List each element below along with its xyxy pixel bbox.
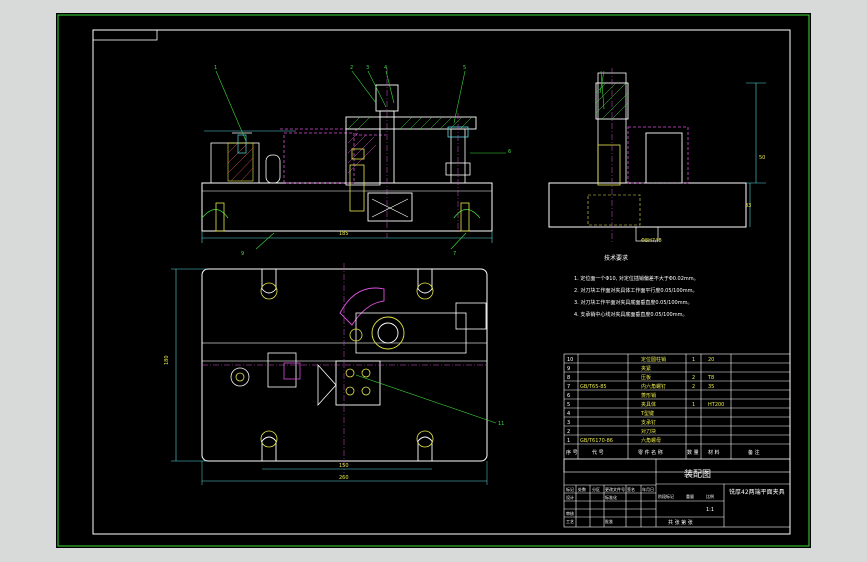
balloon-6: 6: [508, 149, 511, 155]
tb-label-stage: 阶段标记: [658, 493, 674, 499]
dim-plan-width: 260: [339, 475, 349, 481]
bom-table: [563, 353, 791, 473]
balloon-1: 1: [214, 65, 217, 71]
balloon-9: 9: [241, 251, 244, 257]
tb-label-sign: 签名: [627, 486, 635, 492]
balloon-11: 11: [498, 421, 504, 427]
tb-label-count: 处数: [578, 486, 586, 492]
tb-label-zone: 分区: [592, 486, 600, 492]
front-view: 185: [201, 68, 493, 243]
tb-label-scale: 比例: [706, 493, 714, 499]
tech-title: 技术要求: [604, 254, 628, 262]
tb-label-mark: 标记: [566, 486, 574, 492]
bom-head-name: 零 件 名 称: [638, 449, 663, 456]
dim-top-width: 185: [339, 231, 349, 237]
bom-cell-no: 7: [567, 384, 570, 390]
title-block: [563, 458, 791, 528]
side-view: Φ8H7/f8 50 33: [548, 68, 766, 244]
bom-cell-qty: 1: [692, 357, 695, 363]
bom-cell-name: 压板: [641, 374, 651, 381]
plan-view: 11 180 150 260: [164, 263, 504, 485]
bom-cell-name: 夹具体: [641, 401, 656, 408]
tb-label-review: 审核: [566, 510, 574, 516]
dim-plan-inner: 150: [339, 463, 349, 469]
dim-side-height2: 33: [745, 203, 751, 209]
bom-cell-code: GB/T6170-86: [580, 438, 613, 444]
bom-cell-name: T型键: [640, 410, 654, 417]
bom-cell-code: GB/T65-85: [580, 384, 607, 390]
bom-cell-no: 8: [567, 375, 570, 381]
balloon-7: 7: [453, 251, 456, 257]
bom-head-code: 代 号: [592, 449, 604, 456]
tech-note-3: 3. 对刀块工作平面对夹具底面垂直度0.05/100mm。: [574, 299, 692, 306]
outer-border: [57, 14, 810, 547]
bom-head-no: 序 号: [566, 449, 578, 456]
technical-notes: 技术要求 1. 定位面一个Φ10, 对定位插销偏差不大于Φ0.02mm。 2. …: [574, 254, 699, 318]
bom-cell-mat: HT200: [708, 402, 724, 408]
bom-cell-name: 菱形销: [641, 392, 656, 399]
tb-sheet: 共 张 第 张: [668, 519, 693, 526]
bom-cell-mat: 20: [708, 357, 714, 363]
bom-cell-qty: 2: [692, 375, 695, 381]
dim-plan-height: 180: [164, 355, 170, 365]
bom-cell-no: 9: [567, 366, 570, 372]
tb-label-design: 设计: [566, 494, 574, 500]
tech-note-4: 4. 支承销中心线对夹具底面垂直度0.05/100mm。: [574, 311, 687, 318]
tb-scale: 1:1: [706, 507, 714, 513]
tb-label-date: 年月日: [642, 486, 654, 492]
balloon-4: 4: [384, 65, 387, 71]
inner-border: [92, 29, 791, 535]
tb-label-std: 标准化: [605, 494, 617, 500]
dim-side-fit: Φ8H7/f8: [641, 238, 662, 244]
drawing-title: 装配图: [684, 468, 711, 480]
dim-side-height: 50: [759, 155, 765, 161]
bom-cell-qty: 1: [692, 402, 695, 408]
balloon-5: 5: [463, 65, 466, 71]
balloon-3: 3: [366, 65, 369, 71]
bom-cell-name: 对刀块: [641, 428, 656, 435]
code-box: [92, 29, 158, 41]
bom-cell-name: 支承钉: [641, 419, 656, 426]
bom-cell-mat: T8: [707, 375, 714, 381]
part-name: 铣厚42两端平面夹具: [729, 488, 785, 496]
bom-cell-no: 6: [567, 393, 570, 399]
tb-label-weight: 重量: [686, 493, 694, 499]
cad-drawing-canvas: 185 1 2 3 4 5 6 7 9 Φ8H7/f8: [56, 13, 811, 548]
bom-cell-name: 内六角螺钉: [641, 383, 666, 390]
tech-note-1: 1. 定位面一个Φ10, 对定位插销偏差不大于Φ0.02mm。: [574, 275, 699, 282]
bom-cell-no: 4: [567, 411, 570, 417]
tech-note-2: 2. 对刀块工作面对夹具体工作面平行度0.05/100mm。: [574, 287, 697, 294]
bom-head-mat: 材 料: [708, 449, 720, 456]
bom-cell-no: 10: [567, 357, 573, 363]
balloon-2: 2: [350, 65, 353, 71]
bom-head-qty: 数 量: [687, 449, 699, 456]
bom-cell-mat: 35: [708, 384, 714, 390]
bom-cell-name: 六角螺母: [641, 437, 661, 444]
bom-cell-name: 夹紧: [641, 365, 651, 372]
bom-head-note: 备 注: [748, 449, 760, 456]
bom-header: 序 号 代 号 零 件 名 称 数 量 材 料 备 注: [566, 449, 760, 456]
bom-cell-no: 5: [567, 402, 570, 408]
drawing-svg: 185 1 2 3 4 5 6 7 9 Φ8H7/f8: [57, 14, 810, 547]
bom-cell-no: 1: [567, 438, 570, 444]
bom-cell-no: 3: [567, 420, 570, 426]
bom-cell-no: 2: [567, 429, 570, 435]
tb-label-approve: 批准: [605, 518, 613, 524]
tb-label-process: 工艺: [566, 519, 574, 524]
front-leaders: [215, 70, 506, 250]
bom-cell-name: 定位圆柱销: [641, 356, 666, 363]
tb-label-change: 更改文件号: [605, 486, 625, 492]
bom-cell-qty: 2: [692, 384, 695, 390]
